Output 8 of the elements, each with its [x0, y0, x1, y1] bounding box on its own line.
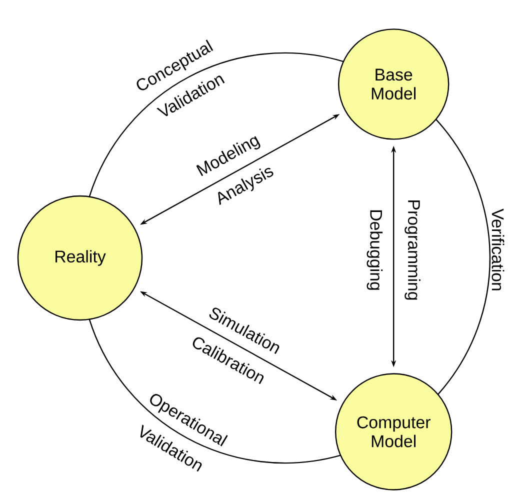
arc-line: [88, 52, 344, 197]
edge-label: Verification: [492, 208, 504, 290]
edge-label: Programming Debugging: [366, 200, 420, 300]
arc-line: [435, 118, 490, 395]
circle-node: Computer Model: [335, 373, 452, 490]
arc-line: [88, 319, 341, 464]
circle-node: Base Model: [338, 28, 450, 140]
circle-node: Reality: [17, 195, 143, 321]
